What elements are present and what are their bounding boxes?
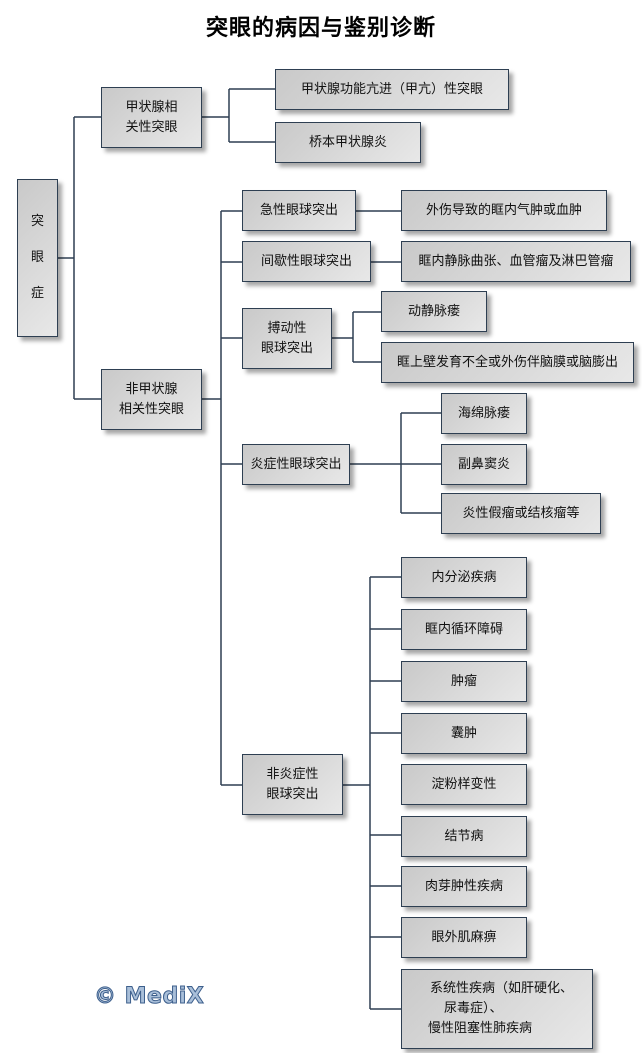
node-non-inflammatory-child: 淀粉样变性 bbox=[401, 764, 527, 805]
node-hashimoto: 桥本甲状腺炎 bbox=[275, 122, 421, 163]
node-intermittent: 间歇性眼球突出 bbox=[242, 241, 371, 282]
node-label: 海绵脉瘘 bbox=[457, 405, 510, 421]
node-label: 肿瘤 bbox=[450, 673, 477, 689]
node-non-inflammatory-child: 肿瘤 bbox=[401, 661, 527, 702]
node-non-inflammatory-child: 囊肿 bbox=[401, 713, 527, 754]
node-non-inflammatory-child: 肉芽肿性疾病 bbox=[401, 866, 527, 907]
node-label: 系统性疾病（如肝硬化、 bbox=[430, 981, 574, 996]
node-pulsating-child: 动静脉瘘 bbox=[381, 291, 487, 332]
node-label: 结节病 bbox=[444, 828, 484, 844]
node-label: 副鼻窦炎 bbox=[457, 456, 510, 472]
node-label: 慢性阻塞性肺疾病 bbox=[428, 1021, 533, 1036]
node-label: 炎症性眼球突出 bbox=[250, 456, 342, 472]
node-label: 急性眼球突出 bbox=[259, 202, 338, 218]
node-non-inflammatory-child: 眼外肌麻痹 bbox=[401, 917, 527, 958]
node-label: 搏动性 bbox=[267, 320, 307, 336]
node-non-inflammatory-child: 内分泌疾病 bbox=[401, 557, 527, 598]
node-label: 非甲状腺 bbox=[125, 381, 178, 397]
node-non-thyroid: 非甲状腺 相关性突眼 bbox=[101, 369, 202, 430]
node-systemic-disease: 系统性疾病（如肝硬化、 尿毒症）、 慢性阻塞性肺疾病 bbox=[401, 969, 593, 1049]
node-label: 相关性突眼 bbox=[118, 401, 184, 417]
node-label: 眶内循环障碍 bbox=[424, 621, 503, 637]
node-label: 动静脉瘘 bbox=[407, 303, 460, 319]
node-acute: 急性眼球突出 bbox=[242, 190, 356, 231]
node-label: 甲状腺相 bbox=[125, 99, 178, 115]
node-label: 囊肿 bbox=[450, 725, 477, 741]
node-label: 炎性假瘤或结核瘤等 bbox=[462, 505, 580, 521]
node-inflammatory-child: 海绵脉瘘 bbox=[441, 393, 527, 434]
node-inflammatory-child: 副鼻窦炎 bbox=[441, 444, 527, 485]
node-intermittent-child: 眶内静脉曲张、血管瘤及淋巴管瘤 bbox=[401, 241, 631, 282]
node-thyroid-related: 甲状腺相 关性突眼 bbox=[101, 87, 202, 148]
node-pulsating-child: 眶上壁发育不全或外伤伴脑膜或脑膨出 bbox=[381, 342, 634, 383]
medix-watermark-logo: © MediX bbox=[93, 984, 205, 1010]
node-label: 淀粉样变性 bbox=[431, 776, 497, 792]
root-node: 突 眼 症 bbox=[17, 179, 58, 337]
node-pulsating: 搏动性 眼球突出 bbox=[242, 308, 332, 369]
diagram-title: 突眼的病因与鉴别诊断 bbox=[205, 15, 436, 41]
node-label: 肉芽肿性疾病 bbox=[424, 878, 503, 894]
node-label: 甲状腺功能亢进（甲亢）性突眼 bbox=[300, 81, 483, 97]
root-char: 突 bbox=[30, 214, 44, 229]
node-label: 眼球突出 bbox=[260, 340, 313, 356]
node-label: 眼球突出 bbox=[266, 786, 319, 802]
node-label: 桥本甲状腺炎 bbox=[308, 134, 387, 150]
node-label: 内分泌疾病 bbox=[431, 569, 497, 585]
node-non-inflammatory: 非炎症性 眼球突出 bbox=[242, 754, 343, 815]
node-inflammatory: 炎症性眼球突出 bbox=[242, 444, 350, 485]
node-hyperthyroid: 甲状腺功能亢进（甲亢）性突眼 bbox=[275, 69, 509, 110]
node-label: 非炎症性 bbox=[266, 766, 319, 782]
node-label: 尿毒症）、 bbox=[444, 1001, 503, 1016]
node-label: 关性突眼 bbox=[125, 119, 178, 135]
root-char: 眼 bbox=[30, 250, 44, 265]
node-label: 外伤导致的眶内气肿或血肿 bbox=[425, 202, 582, 218]
node-non-inflammatory-child: 结节病 bbox=[401, 816, 527, 857]
root-char: 症 bbox=[30, 286, 44, 301]
node-non-inflammatory-child: 眶内循环障碍 bbox=[401, 609, 527, 650]
node-label: 眶上壁发育不全或外伤伴脑膜或脑膨出 bbox=[396, 354, 618, 370]
node-label: 眶内静脉曲张、血管瘤及淋巴管瘤 bbox=[418, 253, 614, 269]
node-label: 眼外肌麻痹 bbox=[431, 929, 497, 945]
node-acute-child: 外伤导致的眶内气肿或血肿 bbox=[401, 190, 607, 231]
node-inflammatory-child: 炎性假瘤或结核瘤等 bbox=[441, 493, 601, 534]
node-label: 间歇性眼球突出 bbox=[260, 253, 352, 269]
